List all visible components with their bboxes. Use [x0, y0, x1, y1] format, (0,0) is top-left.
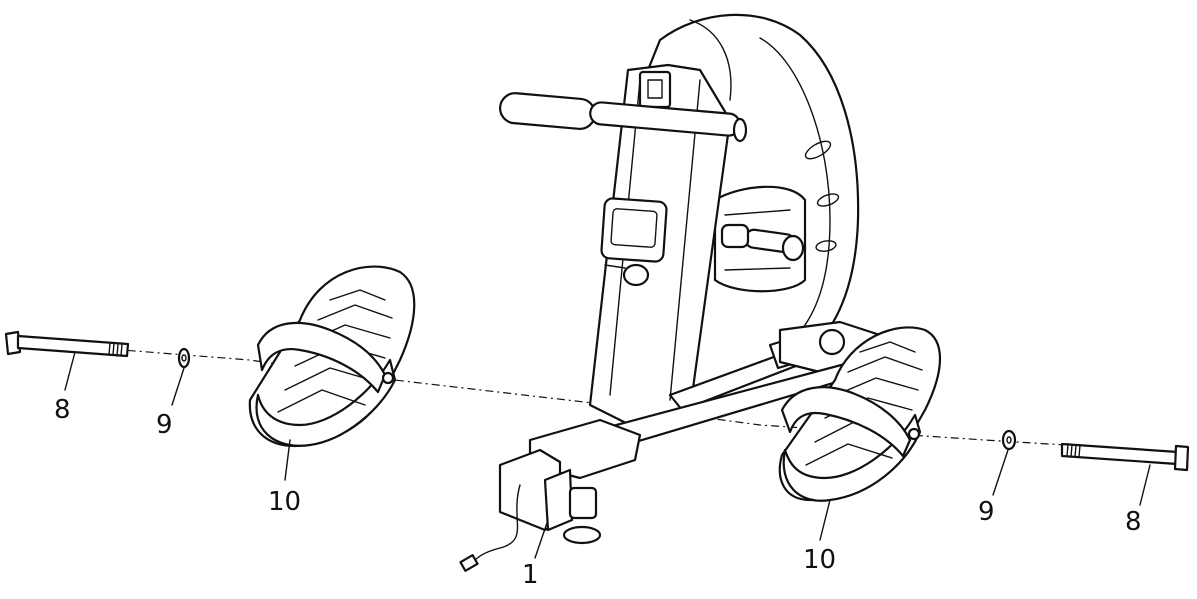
callout-pedal-right: 10: [803, 545, 836, 575]
callout-bolt-left: 8: [54, 395, 71, 425]
bolt-left: [4, 330, 130, 358]
callout-bolt-right: 8: [1125, 507, 1142, 537]
leader-lines: [64, 351, 1151, 559]
machine-frame: [459, 13, 882, 572]
pedal-right: [778, 326, 942, 502]
pedal-left: [248, 265, 416, 448]
callout-pedal-left: 10: [268, 487, 301, 517]
callout-washer-right: 9: [978, 497, 995, 527]
callout-frame: 1: [522, 560, 539, 590]
callout-washer-left: 9: [156, 410, 173, 440]
bolt-right: [1060, 442, 1190, 472]
washer-right: [1001, 429, 1017, 451]
axle-centerline: [19, 341, 1181, 453]
washer-left: [177, 347, 191, 369]
